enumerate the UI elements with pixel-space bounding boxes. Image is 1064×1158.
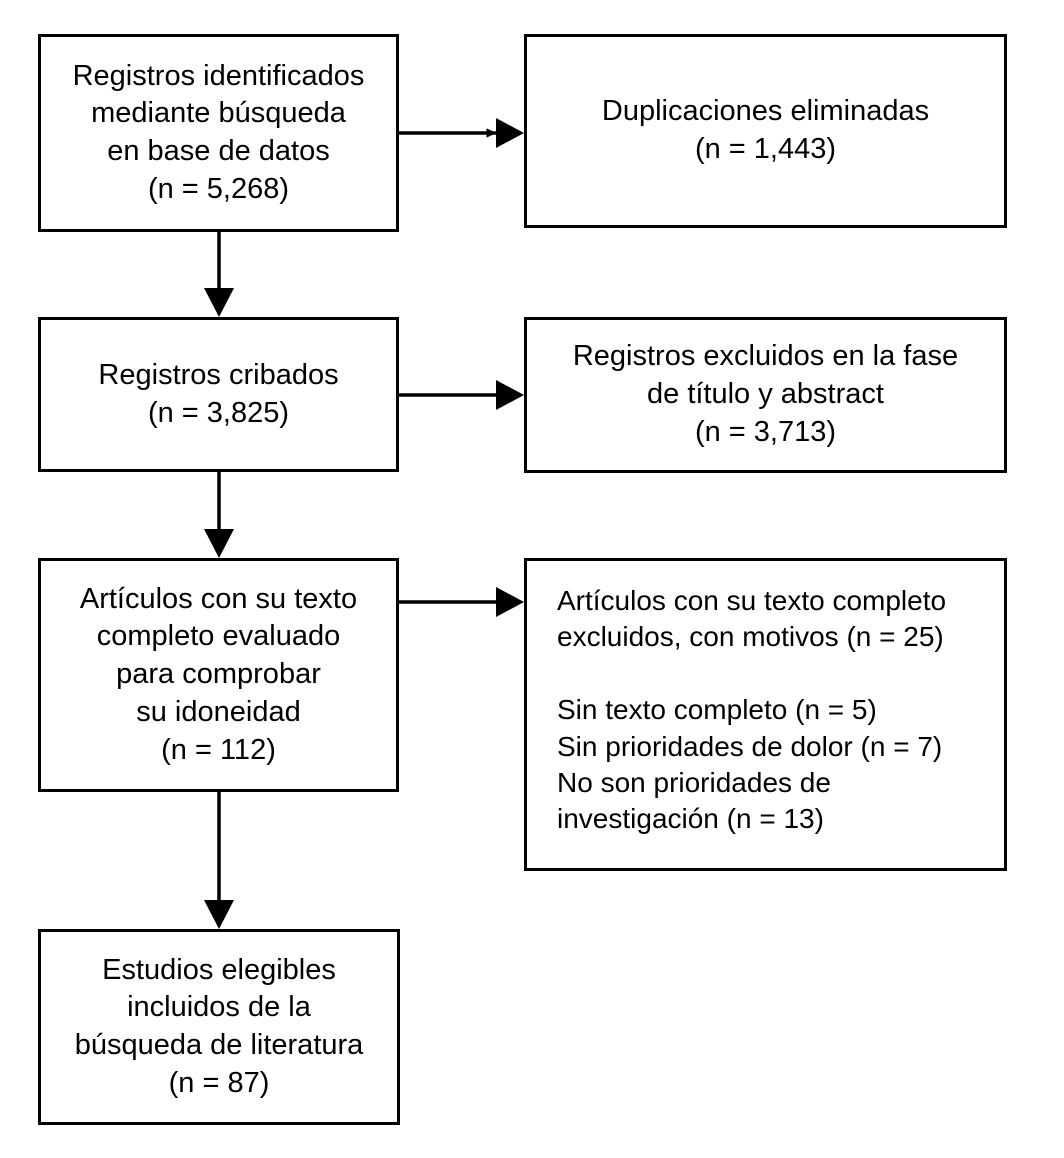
box-records-identified-text: Registros identificados mediante búsqued… [72,59,365,205]
arrow-screened-to-excluded-title [399,380,524,410]
box-records-excluded-title-abstract-text: Registros excluidos en la fase de título… [572,340,959,448]
box-duplicates-removed-text: Duplicaciones eliminadas (n = 1,443) [601,95,930,165]
box-fulltext-excluded-with-reasons: Artículos con su texto completo excluido… [524,558,1007,871]
box-fulltext-assessed: Artículos con su texto completo evaluado… [38,558,399,792]
box-studies-included: Estudios elegibles incluidos de la búsqu… [38,929,400,1125]
arrow-screened-to-fulltext [204,472,234,558]
box-records-screened: Registros cribados (n = 3,825) [38,317,399,472]
box-records-identified: Registros identificados mediante búsqued… [38,34,399,232]
arrow-identified-to-duplicates [399,118,524,148]
arrow-identified-to-screened [204,232,234,317]
box-fulltext-excluded-with-reasons-text: Artículos con su texto completo excluido… [557,585,947,835]
box-records-excluded-title-abstract: Registros excluidos en la fase de título… [524,317,1007,473]
box-fulltext-assessed-text: Artículos con su texto completo evaluado… [79,582,358,766]
arrow-fulltext-to-excluded-reasons [399,587,524,617]
box-records-screened-text: Registros cribados (n = 3,825) [98,358,339,429]
box-studies-included-text: Estudios elegibles incluidos de la búsqu… [74,953,364,1099]
box-duplicates-removed: Duplicaciones eliminadas (n = 1,443) [524,34,1007,228]
arrow-fulltext-to-included [204,792,234,929]
